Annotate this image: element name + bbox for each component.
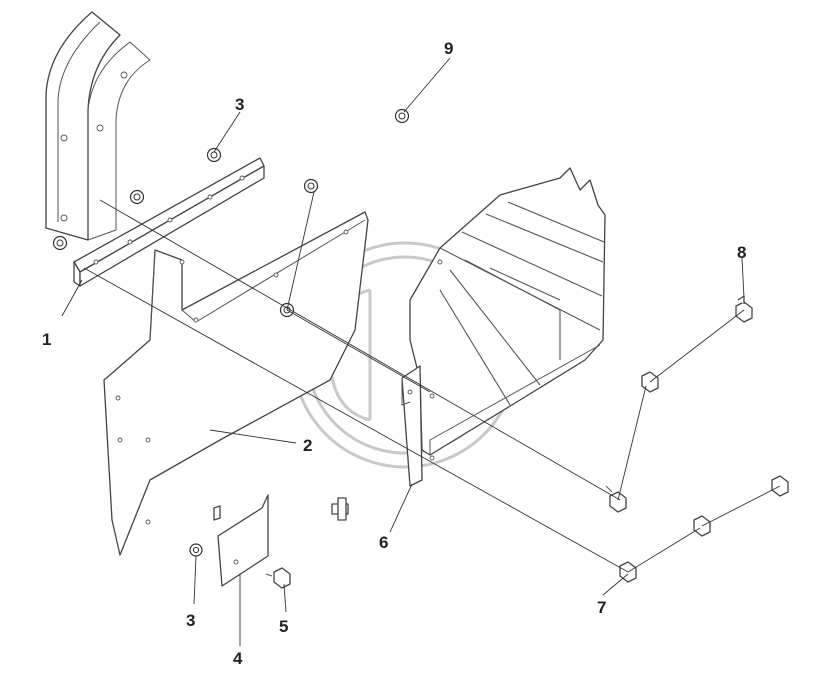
callout-labels: 1 2 3 3 4 5 6 7 8 9 bbox=[42, 39, 746, 668]
nut-hardware bbox=[52, 108, 410, 557]
bracket-plate-part-4 bbox=[213, 494, 269, 587]
bolt-part-8 bbox=[605, 485, 627, 513]
nut-part-3 bbox=[129, 189, 145, 205]
bolt-part-5 bbox=[265, 567, 291, 589]
nut-part-9 bbox=[303, 178, 319, 194]
assembly-lines bbox=[83, 191, 781, 573]
nut-part-3 bbox=[189, 543, 203, 557]
callout-9: 9 bbox=[444, 39, 453, 58]
callout-leaders bbox=[61, 57, 745, 646]
callout-1: 1 bbox=[42, 330, 51, 349]
nut-part-9 bbox=[394, 108, 410, 124]
nut-part-3 bbox=[206, 147, 222, 163]
bolt-part-8 bbox=[735, 295, 753, 323]
callout-6: 6 bbox=[379, 533, 388, 552]
callout-7: 7 bbox=[597, 598, 606, 617]
nut-part-3 bbox=[52, 235, 68, 251]
callout-8: 8 bbox=[737, 243, 746, 262]
fender-frame bbox=[45, 11, 151, 241]
mounting-strip-part-1 bbox=[73, 157, 265, 287]
callout-2: 2 bbox=[303, 436, 312, 455]
side-panel-part-2 bbox=[103, 211, 369, 556]
callout-4: 4 bbox=[233, 649, 243, 668]
callout-3-top: 3 bbox=[235, 95, 244, 114]
vertical-bracket-part-6 bbox=[401, 365, 423, 487]
callout-3-bottom: 3 bbox=[186, 611, 195, 630]
callout-5: 5 bbox=[279, 617, 288, 636]
bolt-part-5 bbox=[331, 497, 349, 521]
step-plate bbox=[409, 167, 606, 461]
